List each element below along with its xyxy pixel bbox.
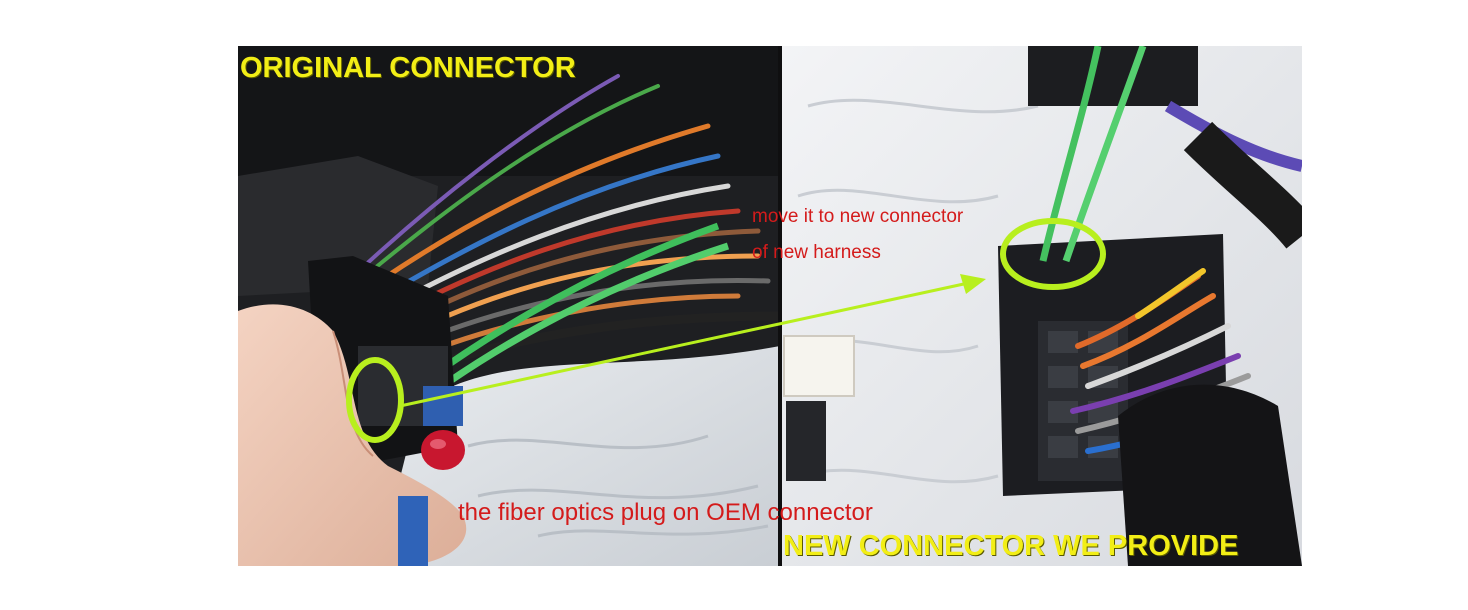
fiber-optics-caption: the fiber optics plug on OEM connector [458,499,873,526]
move-arrow-head [960,274,986,294]
move-instruction-line2: of new harness [752,242,881,263]
move-arrow-line [399,280,974,408]
annotation-overlay [346,218,1106,443]
right-photo [782,46,1302,566]
left-photo [238,46,783,566]
highlight-ring-oem [346,357,404,443]
photo-illustration [238,46,1302,566]
move-instruction-line1: move it to new connector [752,206,964,227]
highlight-ring-new [1000,218,1106,290]
photo-composite [238,46,1302,566]
new-connector-label: NEW CONNECTOR WE PROVIDE [783,530,1239,562]
original-connector-label: ORIGINAL CONNECTOR [240,52,576,84]
